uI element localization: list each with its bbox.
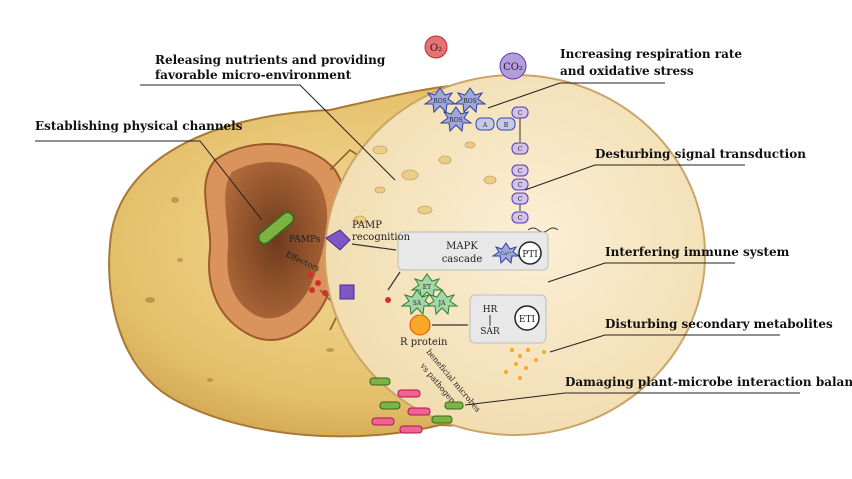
- c-label-4: C: [518, 182, 523, 189]
- mapk-to-ros-arrow: [387, 271, 401, 291]
- label-nutrients-2: favorable micro-environment: [155, 68, 352, 82]
- signal-cascade: [511, 106, 559, 233]
- leader-lines: [35, 82, 800, 406]
- effector-receptor: [339, 284, 355, 300]
- label-signal: Desturbing signal transduction: [595, 147, 806, 161]
- sar-label: SAR: [480, 327, 500, 337]
- metabolite-dots: [504, 348, 546, 380]
- label-respiration-1: Increasing respiration rate: [560, 47, 742, 61]
- eti-circle: [514, 305, 540, 331]
- ca-label: Ca²⁺: [500, 251, 512, 257]
- microbes: [369, 377, 464, 434]
- pamp-line1: PAMP: [352, 220, 382, 231]
- label-balance: Damaging plant-microbe interaction balan…: [565, 375, 852, 389]
- c-label-5: C: [518, 196, 523, 203]
- co2-bubble: [499, 52, 527, 80]
- sa-label: SA: [413, 300, 422, 307]
- pti-label: PTI: [522, 250, 538, 260]
- ros-label-2: ROS: [463, 98, 477, 105]
- ros-label-1: ROS: [433, 98, 447, 105]
- potato-spots: [145, 197, 334, 382]
- ros-label-3: ROS: [449, 117, 463, 124]
- hormone-stars: [400, 273, 459, 316]
- box-b-label: B: [504, 122, 509, 129]
- cell-granules: [353, 141, 497, 225]
- c-label-1: C: [518, 110, 523, 117]
- pamp-line2: recognition: [352, 232, 411, 243]
- box-b: [496, 117, 516, 131]
- box-a-label: A: [482, 122, 488, 129]
- hr-label: HR: [483, 305, 498, 315]
- receptor-icon: [325, 229, 351, 251]
- pamp-arrow: [351, 243, 397, 251]
- label-respiration-2: and oxidative stress: [560, 64, 694, 78]
- co2-label: CO₂: [503, 62, 523, 73]
- mapk-line1: MAPK: [446, 241, 478, 252]
- label-secondary: Disturbing secondary metabolites: [605, 317, 833, 331]
- box-a: [475, 117, 495, 131]
- wound-hole: [225, 162, 328, 319]
- eti-label: ETI: [519, 315, 536, 325]
- ca-star: [491, 242, 521, 265]
- r-protein-blob: [409, 314, 431, 336]
- c-label-2: C: [518, 146, 523, 153]
- c-label-3: C: [518, 168, 523, 175]
- ja-label: JA: [438, 300, 446, 307]
- c-label-6: C: [518, 215, 523, 222]
- o2-label: O₂: [430, 43, 442, 54]
- pti-circle: [518, 241, 542, 265]
- pamps-label: PAMPs: [289, 235, 321, 245]
- label-physical-channels: Establishing physical channels: [35, 119, 243, 133]
- et-label: ET: [423, 284, 431, 291]
- label-nutrients-1: Releasing nutrients and providing: [155, 53, 386, 67]
- bacterium: [257, 211, 295, 245]
- mapk-line2: cascade: [442, 254, 483, 265]
- effector-dots: [307, 272, 391, 303]
- o2-bubble: [424, 35, 448, 59]
- r-protein-label: R protein: [400, 337, 448, 348]
- label-immune: Interfering immune system: [605, 245, 790, 259]
